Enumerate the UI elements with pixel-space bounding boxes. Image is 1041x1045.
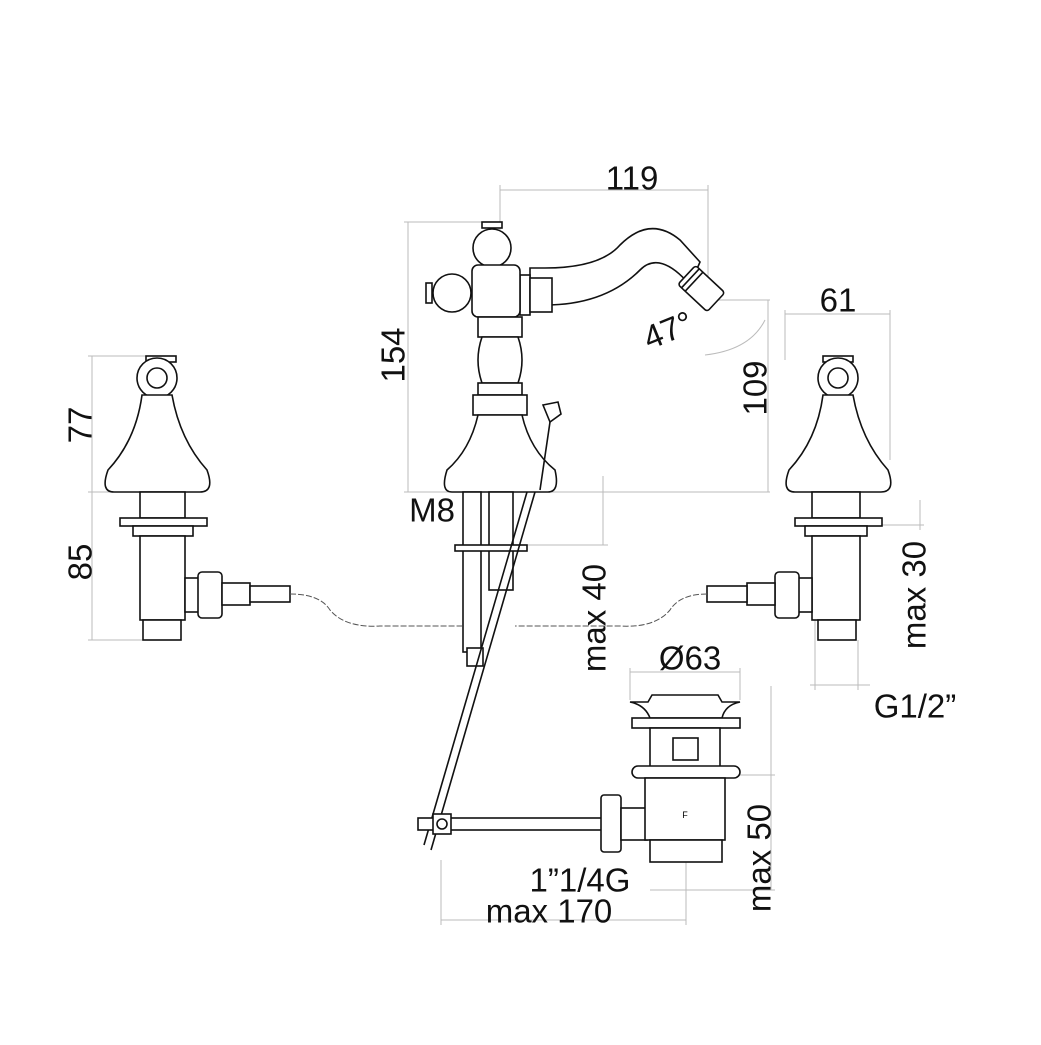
- dim-mixer-height: 154: [374, 327, 412, 383]
- dim-waste-diameter: Ø63: [658, 639, 722, 677]
- dim-valve-shank: 85: [61, 543, 99, 581]
- dim-valve-height: 77: [61, 406, 99, 444]
- waste-marking: F: [682, 810, 688, 820]
- dim-valve-connection: G1/2”: [873, 687, 957, 725]
- dim-max-deck-mixer: max 40: [575, 563, 613, 673]
- dim-max-deck-valve: max 30: [895, 540, 933, 650]
- dim-waste-thread: 1”1/4G: [529, 861, 631, 899]
- dim-valve-spacing: 61: [819, 281, 857, 319]
- left-valve: [104, 355, 291, 641]
- right-valve: [706, 355, 892, 641]
- dim-max-waste-deck: max 50: [740, 803, 778, 913]
- dim-spout-reach: 119: [605, 159, 659, 197]
- dim-lift-rod-thread: M8: [409, 491, 455, 529]
- dim-spout-height: 109: [736, 360, 774, 416]
- dim-max-rod-length: max 170: [485, 892, 613, 930]
- pop-up-waste: F: [417, 694, 741, 863]
- center-mixer: [423, 221, 725, 851]
